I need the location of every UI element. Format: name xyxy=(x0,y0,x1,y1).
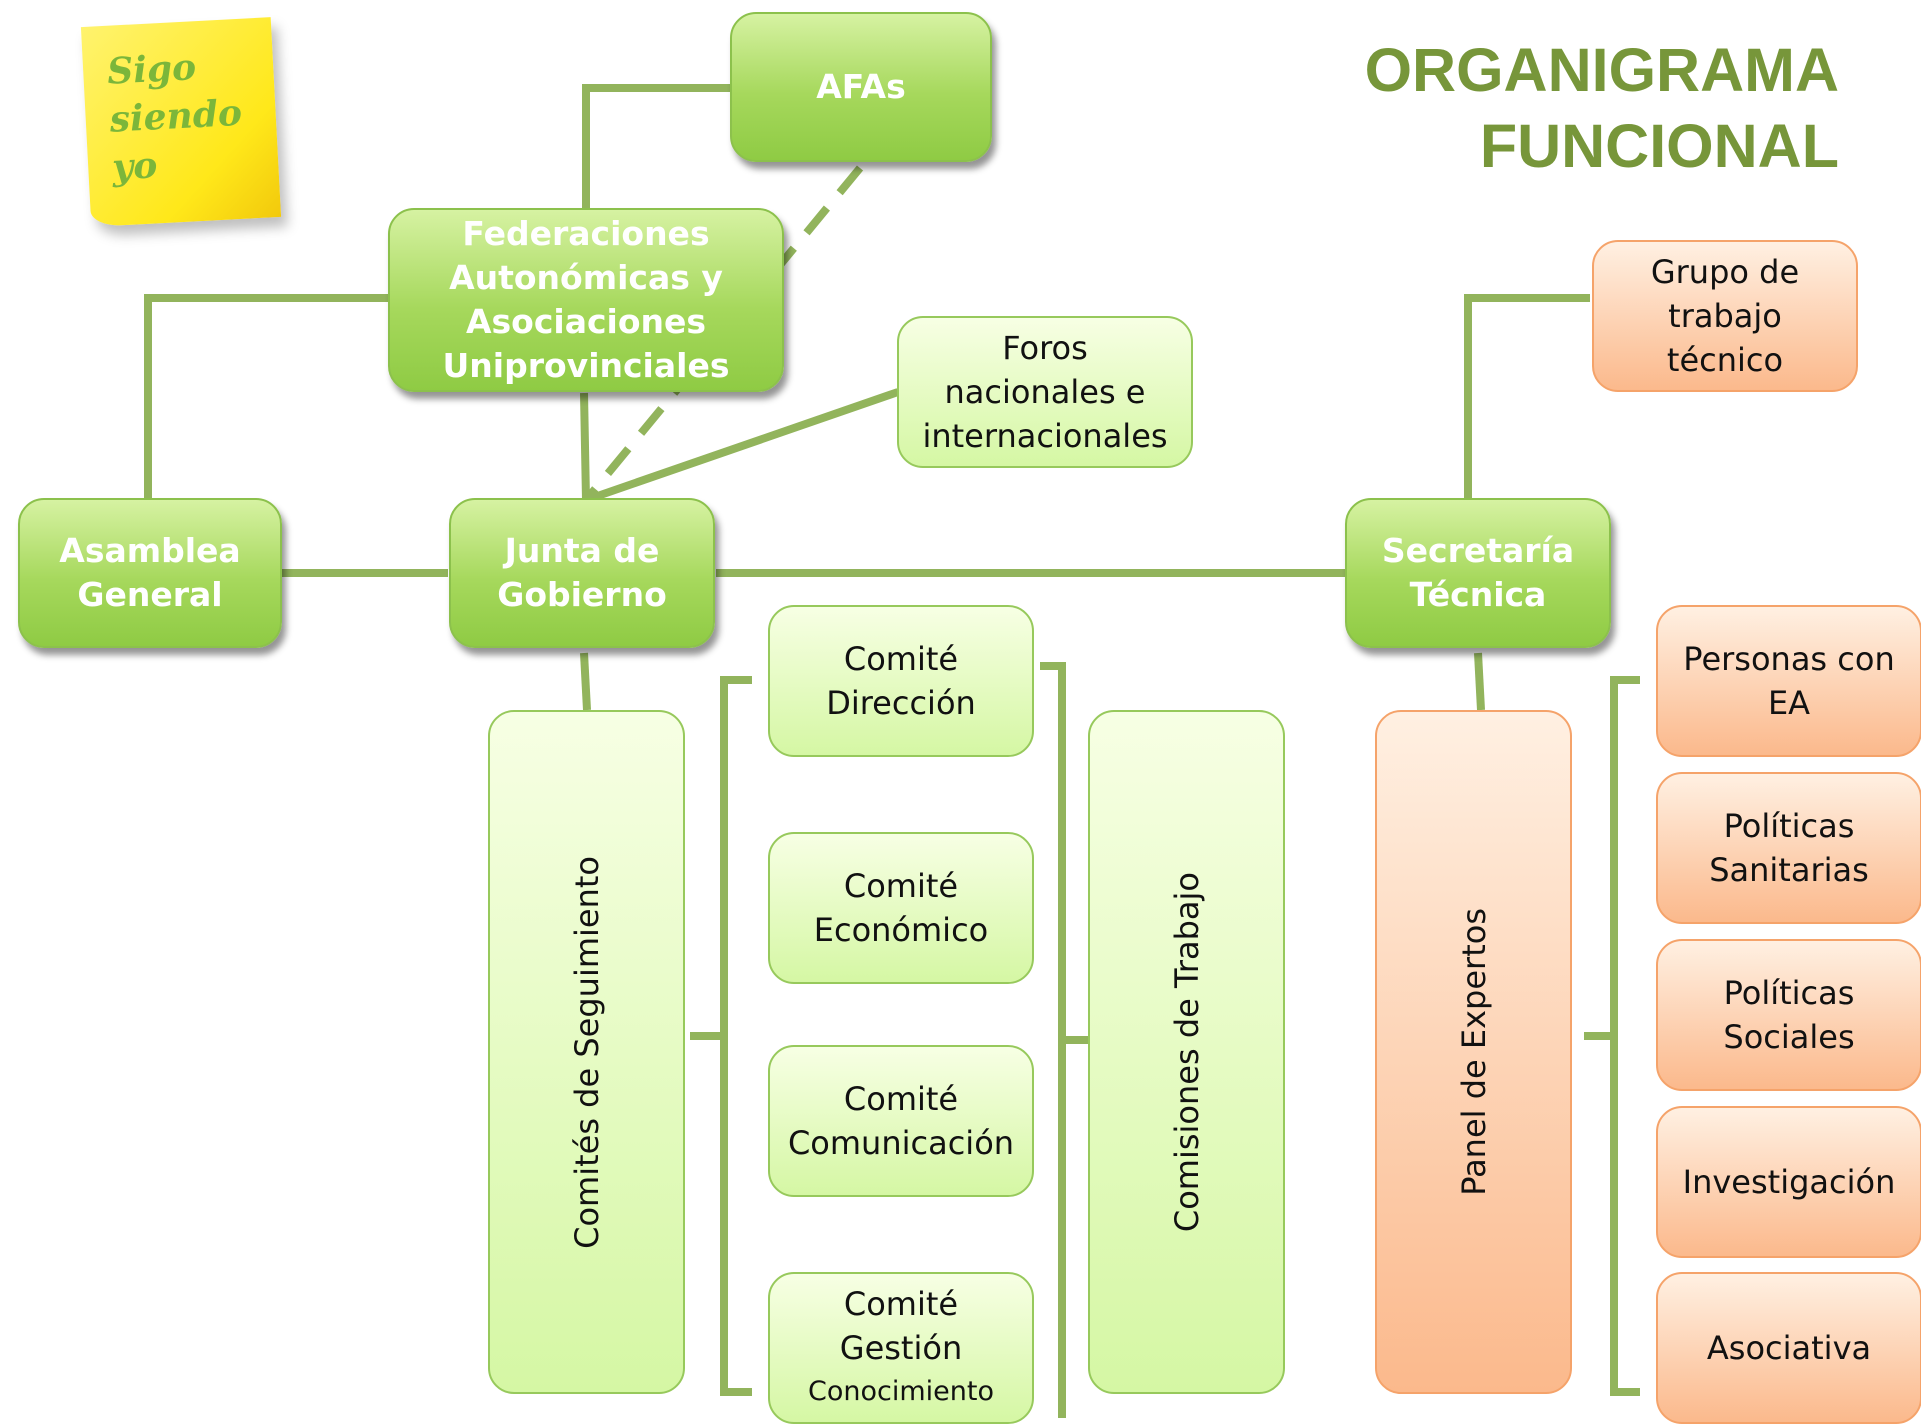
connector-afas-federaciones xyxy=(582,84,730,210)
title-line: FUNCIONAL xyxy=(1479,112,1839,180)
node-label: Sociales xyxy=(1723,1018,1855,1056)
logo-line: yo xyxy=(111,144,159,189)
node-panel-expertos: Panel de Expertos xyxy=(1375,710,1572,1394)
node-label: Gobierno xyxy=(497,575,667,614)
node-label: Asociaciones xyxy=(465,302,707,341)
node-label: Panel de Expertos xyxy=(1454,908,1493,1196)
node-comisiones-trabajo: Comisiones de Trabajo xyxy=(1088,710,1285,1394)
node-comite-gestion: Comité Gestión Conocimiento xyxy=(768,1272,1034,1424)
node-junta: Junta de Gobierno xyxy=(449,498,715,648)
node-comite-economico: Comité Económico xyxy=(768,832,1034,984)
node-afas: AFAs xyxy=(730,12,992,162)
node-label: Comité xyxy=(843,1080,959,1118)
node-label: Autonómicas y xyxy=(449,258,723,297)
node-grupo-trabajo: Grupo de trabajo técnico xyxy=(1592,240,1858,392)
node-foros: Foros nacionales e internacionales xyxy=(897,316,1193,468)
logo-line: siendo xyxy=(108,91,243,141)
node-label: Secretaría xyxy=(1381,531,1575,570)
node-label: Comunicación xyxy=(787,1124,1015,1162)
node-label: Asociativa xyxy=(1706,1329,1872,1367)
node-federaciones: Federaciones Autonómicas y Asociaciones … xyxy=(388,208,784,392)
node-asamblea: Asamblea General xyxy=(18,498,282,648)
node-label: Sanitarias xyxy=(1709,851,1869,889)
node-label: técnico xyxy=(1666,341,1784,379)
node-label: Técnica xyxy=(1409,575,1547,614)
bracket-comisiones xyxy=(1040,662,1088,1418)
node-label: Foros xyxy=(1002,329,1088,367)
page-title: ORGANIGRAMA FUNCIONAL xyxy=(1365,32,1839,184)
node-label: Gestión xyxy=(839,1329,963,1367)
node-label: General xyxy=(77,575,223,614)
bracket-panel xyxy=(1584,676,1640,1396)
node-label: Conocimiento xyxy=(808,1376,994,1407)
node-label: Comités de Seguimiento xyxy=(567,855,606,1249)
connector-junta-comites xyxy=(580,652,591,711)
node-label: Políticas xyxy=(1723,807,1855,845)
node-label: internacionales xyxy=(922,417,1168,455)
node-investigacion: Investigación xyxy=(1656,1106,1921,1258)
connector-federaciones-asamblea xyxy=(144,294,390,500)
node-personas-ea: Personas con EA xyxy=(1656,605,1921,757)
node-label: trabajo xyxy=(1668,297,1782,335)
node-label: Comité xyxy=(843,640,959,678)
node-politicas-sanitarias: Políticas Sanitarias xyxy=(1656,772,1921,924)
node-label: Comité xyxy=(843,1285,959,1323)
node-label: Uniprovinciales xyxy=(442,346,730,385)
node-label: Económico xyxy=(813,911,989,949)
node-label: Federaciones xyxy=(462,214,710,253)
logo-line: Sigo xyxy=(106,46,198,93)
connector-secretaria-panel xyxy=(1474,652,1485,711)
node-label: Personas con xyxy=(1683,640,1895,678)
node-label: Comisiones de Trabajo xyxy=(1167,871,1206,1233)
node-comite-direccion: Comité Dirección xyxy=(768,605,1034,757)
title-line: ORGANIGRAMA xyxy=(1364,36,1839,104)
node-label: EA xyxy=(1767,684,1811,722)
connector-foros-junta xyxy=(584,388,900,504)
node-comite-comunicacion: Comité Comunicación xyxy=(768,1045,1034,1197)
bracket-comites xyxy=(690,676,752,1396)
node-secretaria: Secretaría Técnica xyxy=(1345,498,1611,648)
node-label: AFAs xyxy=(816,67,906,106)
node-label: Dirección xyxy=(826,684,976,722)
sticky-note-logo: Sigo siendo yo xyxy=(80,17,282,227)
node-label: Comité xyxy=(843,867,959,905)
node-label: Grupo de xyxy=(1650,253,1800,291)
node-comites-seguimiento: Comités de Seguimiento xyxy=(488,710,685,1394)
node-politicas-sociales: Políticas Sociales xyxy=(1656,939,1921,1091)
node-label: Investigación xyxy=(1682,1163,1896,1201)
node-label: nacionales e xyxy=(944,373,1146,411)
node-label: Junta de xyxy=(504,531,660,570)
connector-secretaria-grupo xyxy=(1464,294,1590,500)
node-label: Asamblea xyxy=(59,531,241,570)
connector-federaciones-junta xyxy=(580,392,590,501)
node-label: Políticas xyxy=(1723,974,1855,1012)
node-asociativa: Asociativa xyxy=(1656,1272,1921,1424)
